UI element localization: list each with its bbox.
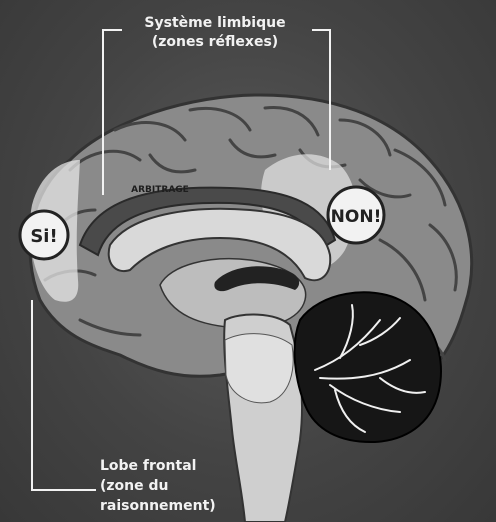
limbic-label-title: Système limbique <box>144 15 285 31</box>
arbitrage-label: ARBITRAGE <box>131 185 189 195</box>
cerebellum <box>295 292 441 442</box>
no-badge: NON! <box>328 187 384 243</box>
frontal-label-line3: raisonnement) <box>100 498 216 514</box>
yes-badge-text: Si! <box>30 226 57 247</box>
limbic-label-subtitle: (zones réflexes) <box>152 34 278 50</box>
yes-badge: Si! <box>20 211 68 259</box>
pons <box>225 334 293 403</box>
frontal-label-title: Lobe frontal <box>100 458 196 474</box>
no-badge-text: NON! <box>331 207 382 227</box>
frontal-label-line2: (zone du <box>100 478 169 494</box>
